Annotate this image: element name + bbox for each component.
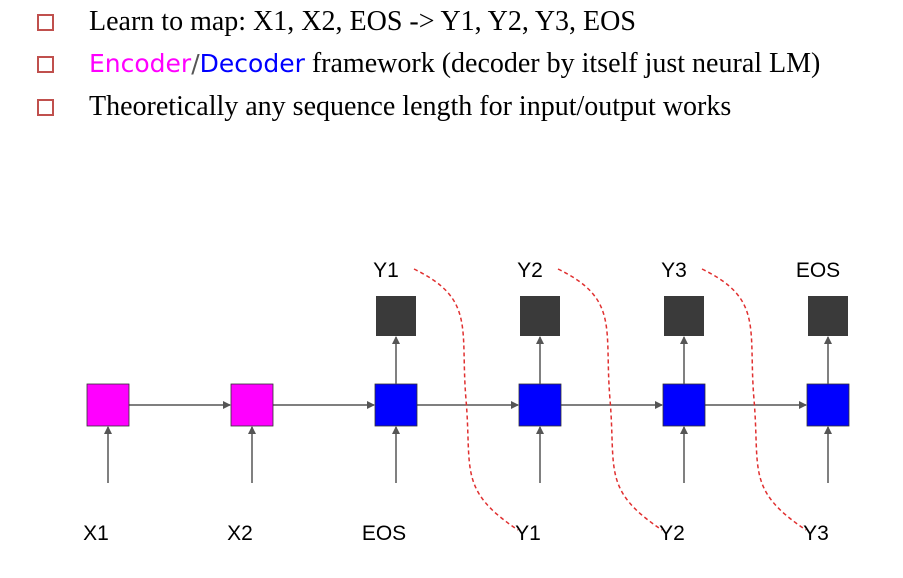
- bullet-item-3: Theoretically any sequence length for in…: [0, 87, 903, 127]
- input-label: X2: [227, 522, 253, 545]
- decoder-cell: [662, 383, 706, 427]
- input-label: Y2: [659, 522, 685, 545]
- checkbox-bullet-icon: [37, 55, 54, 73]
- slash-label: /: [191, 49, 200, 78]
- input-label: X1: [83, 522, 109, 545]
- output-cell: [664, 296, 704, 336]
- feedback-dashed-curve: [701, 268, 807, 531]
- checkbox-bullet-icon: [37, 13, 54, 31]
- bullet-text-2-rest: framework (decoder by itself just neural…: [304, 48, 821, 79]
- output-cell: [376, 296, 416, 336]
- encoder-cell: [86, 383, 130, 427]
- bullet-item-2: Encoder/Decoder framework (decoder by it…: [0, 44, 903, 84]
- decoder-cell: [518, 383, 562, 427]
- decoder-cell: [374, 383, 418, 427]
- decoder-cell: [806, 383, 850, 427]
- input-label: Y1: [515, 522, 541, 545]
- output-label: Y3: [661, 259, 687, 282]
- bullet-text-3: Theoretically any sequence length for in…: [89, 91, 732, 122]
- decoder-label: Decoder: [199, 49, 305, 78]
- output-cell: [808, 296, 848, 336]
- input-label: EOS: [362, 522, 406, 545]
- output-cell: [520, 296, 560, 336]
- feedback-dashed-curve: [557, 268, 663, 531]
- output-label: Y1: [373, 259, 399, 282]
- output-label: EOS: [796, 259, 840, 282]
- checkbox-bullet-icon: [37, 98, 54, 116]
- encoder-label: Encoder: [89, 49, 192, 78]
- feedback-dashed-curve: [413, 268, 519, 531]
- encoder-cell: [230, 383, 274, 427]
- bullet-item-1: Learn to map: X1, X2, EOS -> Y1, Y2, Y3,…: [0, 2, 903, 42]
- bullet-text-2: Encoder/Decoder framework (decoder by it…: [89, 44, 820, 84]
- input-label: Y3: [803, 522, 829, 545]
- output-label: Y2: [517, 259, 543, 282]
- bullet-text-1: Learn to map: X1, X2, EOS -> Y1, Y2, Y3,…: [89, 6, 636, 37]
